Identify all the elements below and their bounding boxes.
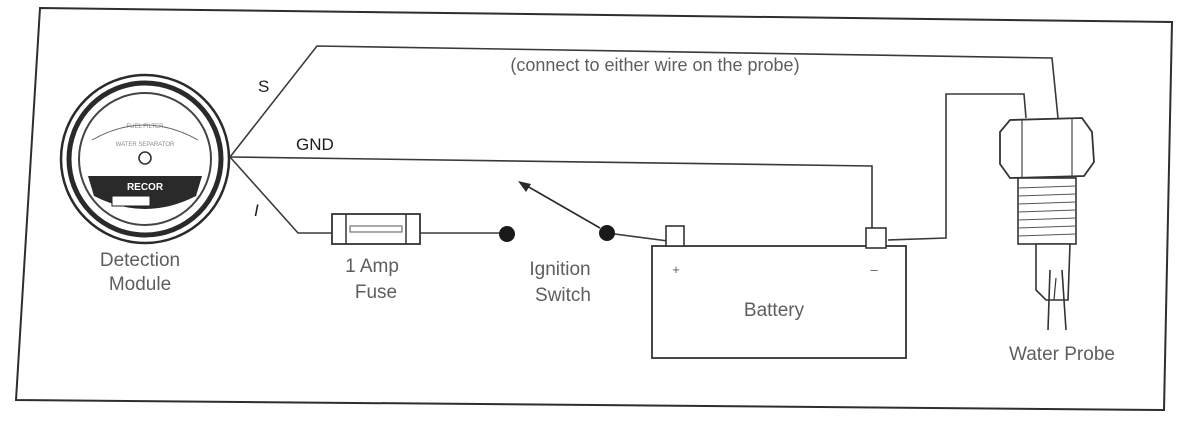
switch-contact-left bbox=[499, 226, 515, 242]
thread-line bbox=[1017, 233, 1077, 237]
thread-line bbox=[1017, 209, 1077, 213]
thread-line bbox=[1017, 193, 1077, 197]
wire-gnd bbox=[229, 156, 873, 228]
probe-wire-c bbox=[1053, 277, 1057, 301]
detection-module: FUEL FILTER WATER SEPARATOR RECOR bbox=[59, 73, 231, 245]
battery-label: Battery bbox=[744, 300, 805, 321]
gauge-rim-outer bbox=[66, 80, 224, 238]
probe-note: (connect to either wire on the probe) bbox=[510, 55, 799, 75]
thread-line bbox=[1017, 225, 1077, 229]
switch-label-1: Ignition bbox=[529, 259, 590, 280]
battery bbox=[651, 225, 907, 359]
wire-s bbox=[229, 45, 1059, 158]
battery-terminal-positive bbox=[665, 225, 685, 247]
probe-wire-b bbox=[1061, 269, 1067, 331]
water-probe bbox=[999, 117, 1095, 331]
battery-terminal-negative bbox=[865, 227, 887, 249]
wire-label-s: S bbox=[258, 77, 269, 96]
switch-contact-right bbox=[599, 225, 615, 241]
fuse-element bbox=[349, 225, 403, 233]
wire-battery-to-probe bbox=[887, 93, 1027, 241]
gauge-label-plate bbox=[111, 195, 151, 207]
wire-switch-to-battery bbox=[606, 232, 669, 242]
thread-line bbox=[1017, 217, 1077, 221]
battery-minus-sign: – bbox=[870, 262, 878, 277]
detection-module-label-1: Detection bbox=[100, 250, 180, 271]
gauge-face-text-1: FUEL FILTER bbox=[126, 124, 164, 130]
ignition-switch bbox=[499, 181, 615, 242]
detection-module-label-2: Module bbox=[109, 274, 171, 295]
wire-label-i: I bbox=[254, 201, 259, 220]
gauge-brand: RECOR bbox=[127, 182, 164, 193]
thread-line bbox=[1017, 185, 1077, 189]
probe-hex-nut bbox=[999, 117, 1095, 179]
fuse-body bbox=[331, 213, 421, 245]
battery-plus-sign: + bbox=[672, 262, 680, 277]
indicator-lamp bbox=[138, 151, 152, 165]
probe-tip bbox=[1035, 243, 1071, 301]
gauge-face-text-2: WATER SEPARATOR bbox=[116, 142, 175, 148]
switch-lever-tip bbox=[518, 181, 531, 192]
fuse-label-2: Fuse bbox=[355, 282, 397, 303]
wire-i bbox=[229, 156, 332, 234]
switch-label-2: Switch bbox=[535, 285, 591, 306]
fuse bbox=[331, 213, 421, 245]
fuse-label-1: 1 Amp bbox=[345, 256, 399, 277]
probe-thread-lines bbox=[1017, 185, 1077, 237]
thread-line bbox=[1017, 201, 1077, 205]
switch-lever bbox=[526, 185, 601, 229]
wire-label-gnd: GND bbox=[296, 135, 334, 154]
battery-body bbox=[651, 245, 907, 359]
probe-wire-a bbox=[1047, 269, 1051, 331]
gauge-face-arc bbox=[91, 124, 199, 141]
water-probe-label: Water Probe bbox=[1009, 344, 1115, 365]
